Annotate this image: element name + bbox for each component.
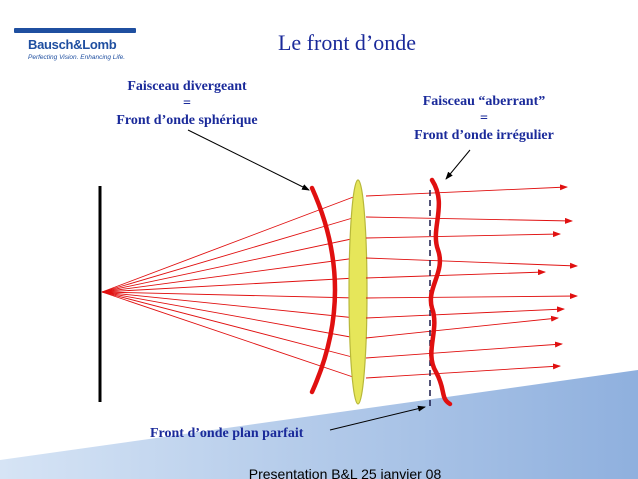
- label-aberrant-line2: =: [480, 111, 488, 126]
- slide-footer: Presentation B&L 25 janvier 08: [248, 466, 442, 479]
- label-divergent-line2: =: [183, 96, 191, 111]
- logo-name: Bausch&Lomb: [28, 37, 117, 52]
- pointer-divergent: [187, 129, 310, 191]
- label-plane-wavefront: Front d’onde plan parfait: [150, 426, 304, 441]
- logo-tagline: Perfecting Vision. Enhancing Life.: [28, 54, 126, 61]
- logo-bar: [14, 28, 136, 33]
- slide-title: Le front d’onde: [277, 30, 417, 55]
- background-wedge: [0, 370, 638, 479]
- pointer-plane: [329, 405, 426, 431]
- label-divergent-beam: Faisceau divergeant = Front d’onde sphér…: [98, 78, 276, 129]
- lens: [348, 179, 368, 405]
- label-aberrant-line3: Front d’onde irrégulier: [414, 128, 554, 143]
- pointer-aberrant: [445, 149, 471, 180]
- outgoing-rays: [365, 184, 578, 379]
- label-divergent-line3: Front d’onde sphérique: [116, 113, 258, 128]
- label-aberrant-beam: Faisceau “aberrant” = Front d’onde irrég…: [392, 93, 576, 144]
- bausch-lomb-logo: Bausch&Lomb Perfecting Vision. Enhancing…: [14, 28, 139, 66]
- label-aberrant-line1: Faisceau “aberrant”: [422, 94, 546, 109]
- diverging-rays: [101, 195, 357, 379]
- irregular-wavefront: [428, 177, 453, 407]
- spherical-wavefront: [309, 185, 338, 395]
- label-divergent-line1: Faisceau divergeant: [127, 79, 247, 94]
